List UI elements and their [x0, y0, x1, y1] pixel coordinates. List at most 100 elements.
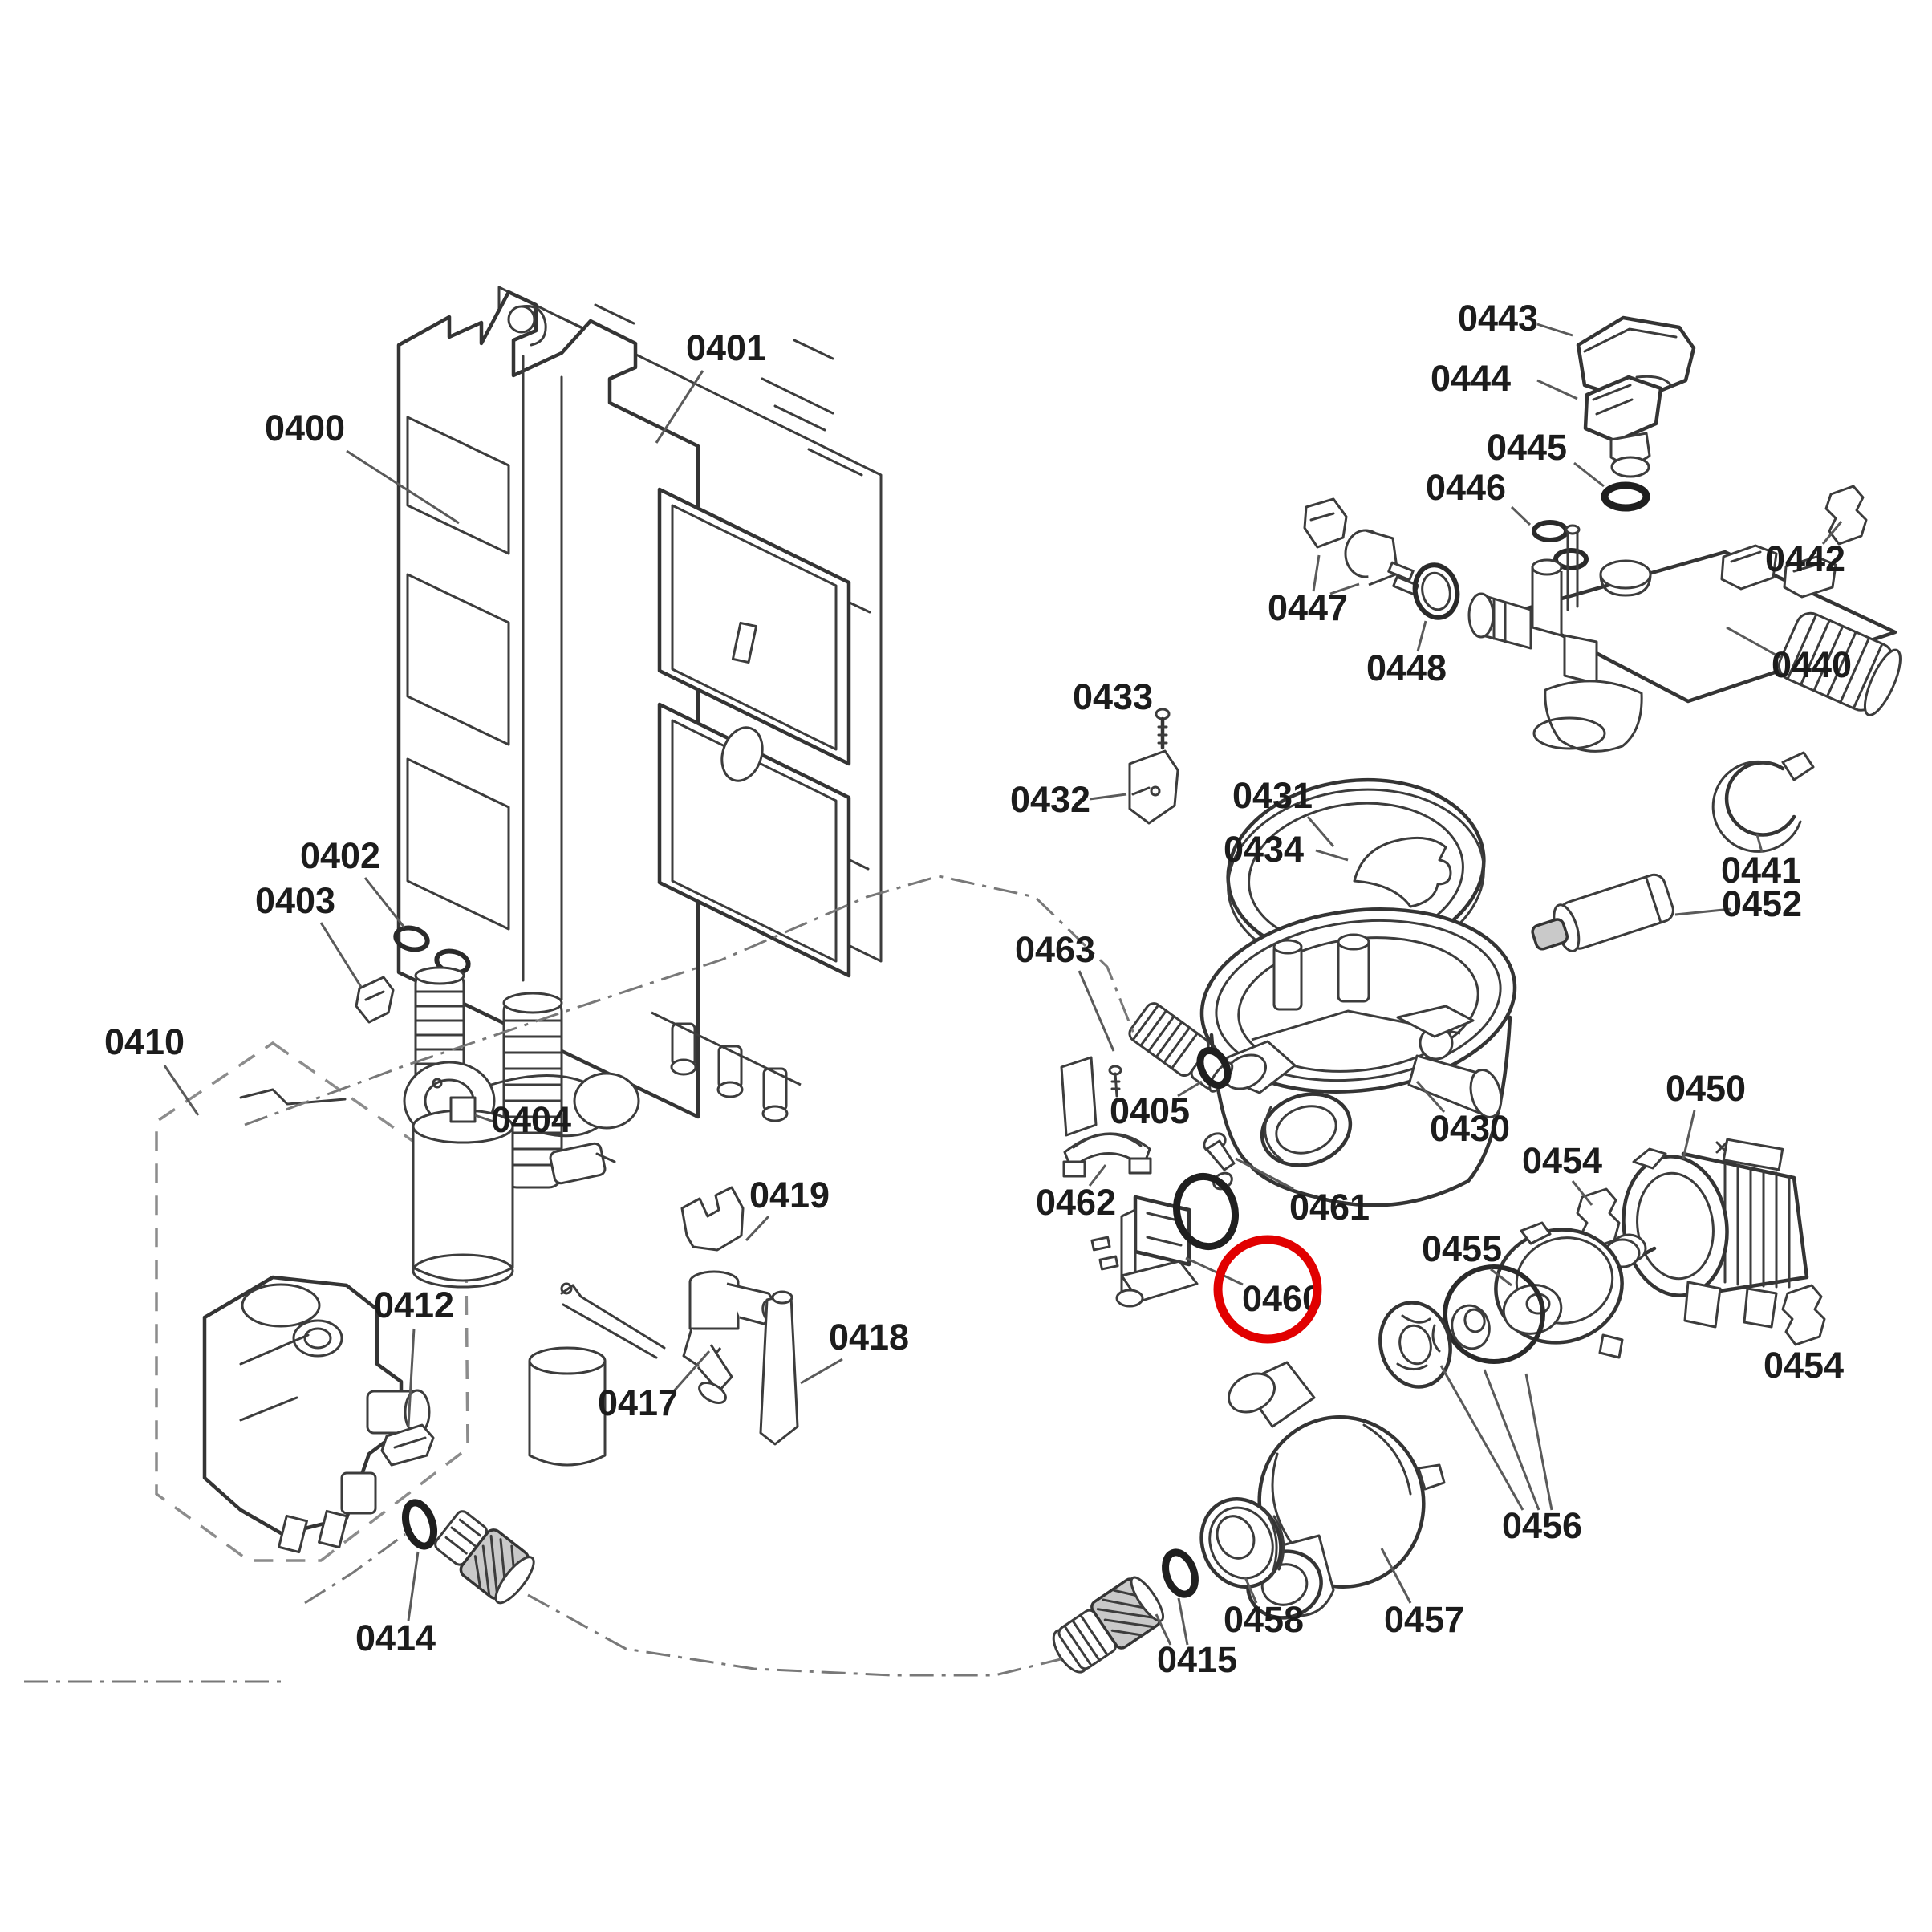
leader-line-0415: [1155, 1613, 1172, 1646]
leader-line-0450: [1682, 1110, 1696, 1159]
part-label-0461: 0461: [1289, 1187, 1370, 1228]
oring-0405: [1196, 1047, 1232, 1089]
fill-valve-group-0440: [1303, 315, 1902, 753]
construction-bottom-route-diag: [304, 1532, 406, 1605]
heat-exchanger-panel-0400: [396, 290, 851, 1122]
part-label-0414: 0414: [355, 1617, 436, 1658]
bracket-0432: [1128, 749, 1179, 825]
part-label-0431: 0431: [1232, 775, 1313, 816]
bracket-0462: [1060, 1056, 1152, 1178]
clip-0442: [1824, 485, 1868, 546]
part-label-0434: 0434: [1224, 829, 1304, 870]
leader-line-0404: [474, 1114, 497, 1124]
part-label-0445: 0445: [1487, 427, 1567, 468]
part-label-0401: 0401: [686, 327, 766, 368]
hose-fitting-0414: [401, 1499, 535, 1605]
leader-line-0410: [163, 1065, 200, 1116]
leader-line-0455: [1490, 1268, 1512, 1287]
part-label-0430: 0430: [1430, 1108, 1510, 1149]
leader-line-0400: [346, 449, 460, 525]
leader-line-0417: [671, 1350, 711, 1394]
leader-line-0402: [363, 877, 406, 928]
leader-line-0462: [1088, 1164, 1107, 1187]
part-label-0454-a: 0454: [1522, 1140, 1602, 1181]
leader-line-0431: [1306, 816, 1335, 847]
leader-lines: [163, 323, 1843, 1646]
bushing-0456-small: [1604, 1233, 1647, 1268]
leader-line-0457: [1380, 1548, 1412, 1604]
part-label-0450: 0450: [1666, 1068, 1746, 1109]
screw-0463-mount: [1108, 1065, 1122, 1098]
part-label-0444: 0444: [1431, 358, 1511, 399]
leader-line-0434: [1315, 849, 1349, 862]
leader-line-0418: [800, 1358, 843, 1385]
part-label-0410: 0410: [104, 1021, 185, 1062]
drain-pipe-0418: [759, 1290, 799, 1446]
part-label-0452: 0452: [1722, 883, 1802, 924]
leader-line-0461: [1235, 1157, 1294, 1191]
part-label-0455: 0455: [1422, 1228, 1502, 1269]
sump-assembly-0430: [1199, 907, 1517, 1208]
hose-clamp-0441: [1711, 751, 1815, 853]
part-label-0448: 0448: [1366, 647, 1447, 688]
leader-line-0415: [1177, 1597, 1189, 1646]
part-label-0417: 0417: [598, 1382, 678, 1423]
inlet-valve-assembly-0410: [202, 1061, 666, 1554]
part-label-0446: 0446: [1426, 467, 1506, 508]
part-label-0463: 0463: [1015, 929, 1095, 970]
part-label-0403: 0403: [255, 880, 335, 921]
part-label-0400: 0400: [265, 408, 345, 448]
leader-line-0414: [407, 1551, 420, 1622]
part-label-0415: 0415: [1157, 1639, 1237, 1680]
impeller-set-0456: [1378, 1264, 1545, 1389]
leader-line-0447: [1329, 582, 1360, 595]
leader-line-0441: [1755, 834, 1764, 853]
leader-line-0443: [1536, 323, 1573, 337]
clip-0403: [355, 976, 395, 1024]
leader-line-0445: [1573, 461, 1605, 488]
capacitor-0452: [1531, 873, 1674, 952]
construction-hose-route-arc: [244, 875, 1135, 1126]
leader-line-0463: [1078, 970, 1115, 1052]
part-label-0454-b: 0454: [1764, 1345, 1844, 1386]
leader-line-0448: [1416, 620, 1427, 652]
part-label-0432: 0432: [1010, 779, 1090, 820]
part-label-0433: 0433: [1073, 676, 1153, 717]
leader-line-0442: [1821, 521, 1843, 545]
leader-line-0444: [1536, 379, 1578, 400]
valve-piece-0419: [680, 1186, 745, 1252]
drain-valve-solenoid-0460: [1090, 1172, 1240, 1308]
part-label-0462: 0462: [1036, 1182, 1116, 1223]
flap-0434: [1353, 836, 1452, 908]
hose-fitting-0415: [1052, 1548, 1199, 1674]
construction-lines: [24, 875, 1135, 1683]
leader-line-0419: [745, 1215, 770, 1242]
leader-line-0458: [1244, 1577, 1258, 1604]
leader-line-0454-a: [1571, 1180, 1593, 1206]
leader-line-0446: [1510, 505, 1532, 526]
part-label-0405: 0405: [1110, 1090, 1190, 1131]
leader-line-0432: [1089, 793, 1127, 801]
leader-line-0456: [1483, 1369, 1540, 1511]
leader-line-0403: [319, 922, 363, 988]
leader-line-0405: [1177, 1080, 1203, 1098]
part-label-0440: 0440: [1772, 644, 1852, 685]
part-label-0447: 0447: [1268, 587, 1348, 628]
part-label-0402: 0402: [300, 835, 380, 876]
part-label-0404: 0404: [491, 1099, 571, 1140]
leader-line-0440: [1726, 626, 1782, 660]
part-label-0419: 0419: [749, 1175, 830, 1216]
part-label-0456: 0456: [1502, 1505, 1582, 1546]
leader-line-0452: [1674, 907, 1732, 916]
leader-line-0430: [1415, 1080, 1446, 1114]
part-label-0457: 0457: [1384, 1599, 1464, 1640]
clip-0454-bottom: [1781, 1284, 1826, 1346]
part-label-0442: 0442: [1765, 538, 1845, 579]
highlight-circle-0460: [1213, 1235, 1322, 1344]
leader-line-0401: [655, 370, 704, 444]
leader-line-0460: [1185, 1256, 1244, 1286]
leader-line-0456: [1439, 1365, 1524, 1511]
